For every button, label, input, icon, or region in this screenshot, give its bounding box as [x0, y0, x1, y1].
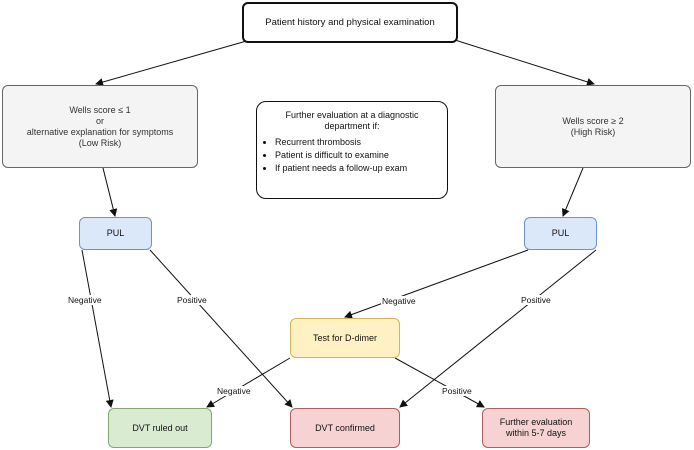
wells-low-line-2: or — [95, 115, 104, 126]
edge-label-pul-left-positive: Positive — [176, 295, 208, 305]
edge-wells-low-to-pul — [102, 167, 118, 217]
edge-label-pul-right-positive: Positive — [520, 295, 552, 305]
edge-label-ddimer-positive: Positive — [441, 386, 473, 396]
edge-pul-right-to-confirmed — [399, 249, 597, 408]
edge-top-to-wells-low — [95, 39, 251, 86]
edge-top-to-wells-high — [454, 39, 595, 86]
node-pul-right: PUL — [524, 217, 597, 250]
node-wells-high-risk: Wells score ≥ 2 (High Risk) — [495, 85, 691, 168]
node-wells-low-risk: Wells score ≤ 1 or alternative explanati… — [2, 85, 198, 168]
note-criteria-list: Recurrent thrombosis Patient is difficul… — [257, 137, 407, 176]
edge-label-ddimer-negative: Negative — [216, 386, 252, 396]
wells-low-line-1: Wells score ≤ 1 — [69, 104, 131, 115]
wells-low-line-4: (Low Risk) — [78, 137, 122, 148]
node-dvt-confirmed-label: DVT confirmed — [315, 422, 375, 433]
node-dvt-confirmed: DVT confirmed — [290, 408, 400, 448]
edge-pul-left-to-confirmed — [149, 249, 293, 408]
edge-ddimer-to-further-eval — [394, 357, 485, 408]
node-dvt-ruled-out: DVT ruled out — [108, 408, 212, 448]
node-further-evaluation: Further evaluation within 5-7 days — [482, 408, 590, 448]
edge-pul-right-to-ddimer — [344, 249, 529, 319]
note-criterion: Recurrent thrombosis — [275, 137, 407, 148]
note-title-line-2: department if: — [324, 121, 380, 131]
note-criterion: Patient is difficult to examine — [275, 150, 407, 161]
node-further-evaluation-note: Further evaluation at a diagnostic depar… — [256, 101, 448, 199]
note-title-line-1: Further evaluation at a diagnostic — [285, 110, 419, 120]
further-eval-line-2: within 5-7 days — [505, 428, 567, 438]
node-pul-left-label: PUL — [106, 228, 125, 238]
edge-label-pul-left-negative: Negative — [67, 295, 103, 305]
node-dvt-ruled-out-label: DVT ruled out — [132, 422, 188, 433]
node-pul-right-label: PUL — [551, 228, 570, 238]
wells-high-line-2: (High Risk) — [570, 126, 616, 137]
wells-high-line-1: Wells score ≥ 2 — [562, 115, 624, 126]
edge-pul-left-to-ruled-out — [81, 249, 114, 408]
edge-label-pul-right-negative: Negative — [381, 296, 417, 306]
edge-ddimer-to-ruled-out — [206, 357, 291, 408]
note-criterion: If patient needs a follow-up exam — [275, 163, 407, 174]
node-d-dimer-label: Test for D-dimer — [312, 332, 377, 343]
node-pul-left: PUL — [79, 217, 152, 250]
edge-wells-high-to-pul — [562, 167, 584, 217]
node-patient-history: Patient history and physical examination — [242, 2, 458, 43]
node-d-dimer-test: Test for D-dimer — [290, 318, 400, 358]
node-patient-history-label: Patient history and physical examination — [265, 17, 435, 28]
further-eval-line-1: Further evaluation — [499, 417, 573, 427]
wells-low-line-3: alternative explanation for symptoms — [26, 126, 174, 137]
